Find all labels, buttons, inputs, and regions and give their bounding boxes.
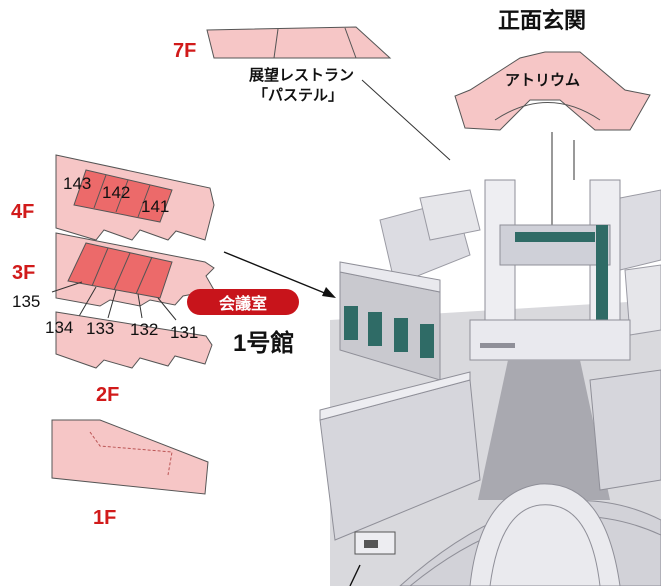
room-131: 131	[170, 323, 199, 342]
floor-plan-7f	[206, 26, 392, 59]
floor-label-2f: 2F	[96, 384, 120, 406]
building-label: 1号館	[233, 330, 295, 357]
floor-label-1f: 1F	[93, 507, 117, 529]
floor-plan-2f	[55, 311, 213, 369]
floor-label-7f: 7F	[173, 40, 197, 62]
building-1-rendering	[319, 179, 661, 586]
pointer-arrow	[223, 251, 336, 298]
room-143: 143	[63, 174, 92, 193]
entrance-label: 正面玄関	[498, 8, 587, 33]
room-134: 134	[45, 318, 74, 337]
atrium-plan	[454, 51, 651, 131]
room-142: 142	[102, 183, 131, 202]
room-135: 135	[12, 292, 41, 311]
floor-label-4f: 4F	[11, 201, 35, 223]
room-142-highlight	[73, 169, 173, 223]
restaurant-label-line1: 展望レストラン	[249, 67, 355, 84]
meeting-rooms-highlight	[67, 242, 173, 299]
room-132: 132	[130, 320, 159, 339]
room-133: 133	[86, 319, 115, 338]
floor-plan-4f	[55, 154, 215, 241]
restaurant-label-line2: 「パステル」	[253, 87, 344, 104]
floor-label-3f: 3F	[12, 262, 36, 284]
floor-plan-1f	[51, 419, 209, 495]
room-141: 141	[141, 197, 170, 216]
atrium-label: アトリウム	[505, 72, 581, 89]
meeting-room-badge: 会議室	[187, 289, 299, 315]
room-leader-lines-3f	[51, 281, 177, 321]
leader-line-7f	[361, 79, 451, 161]
